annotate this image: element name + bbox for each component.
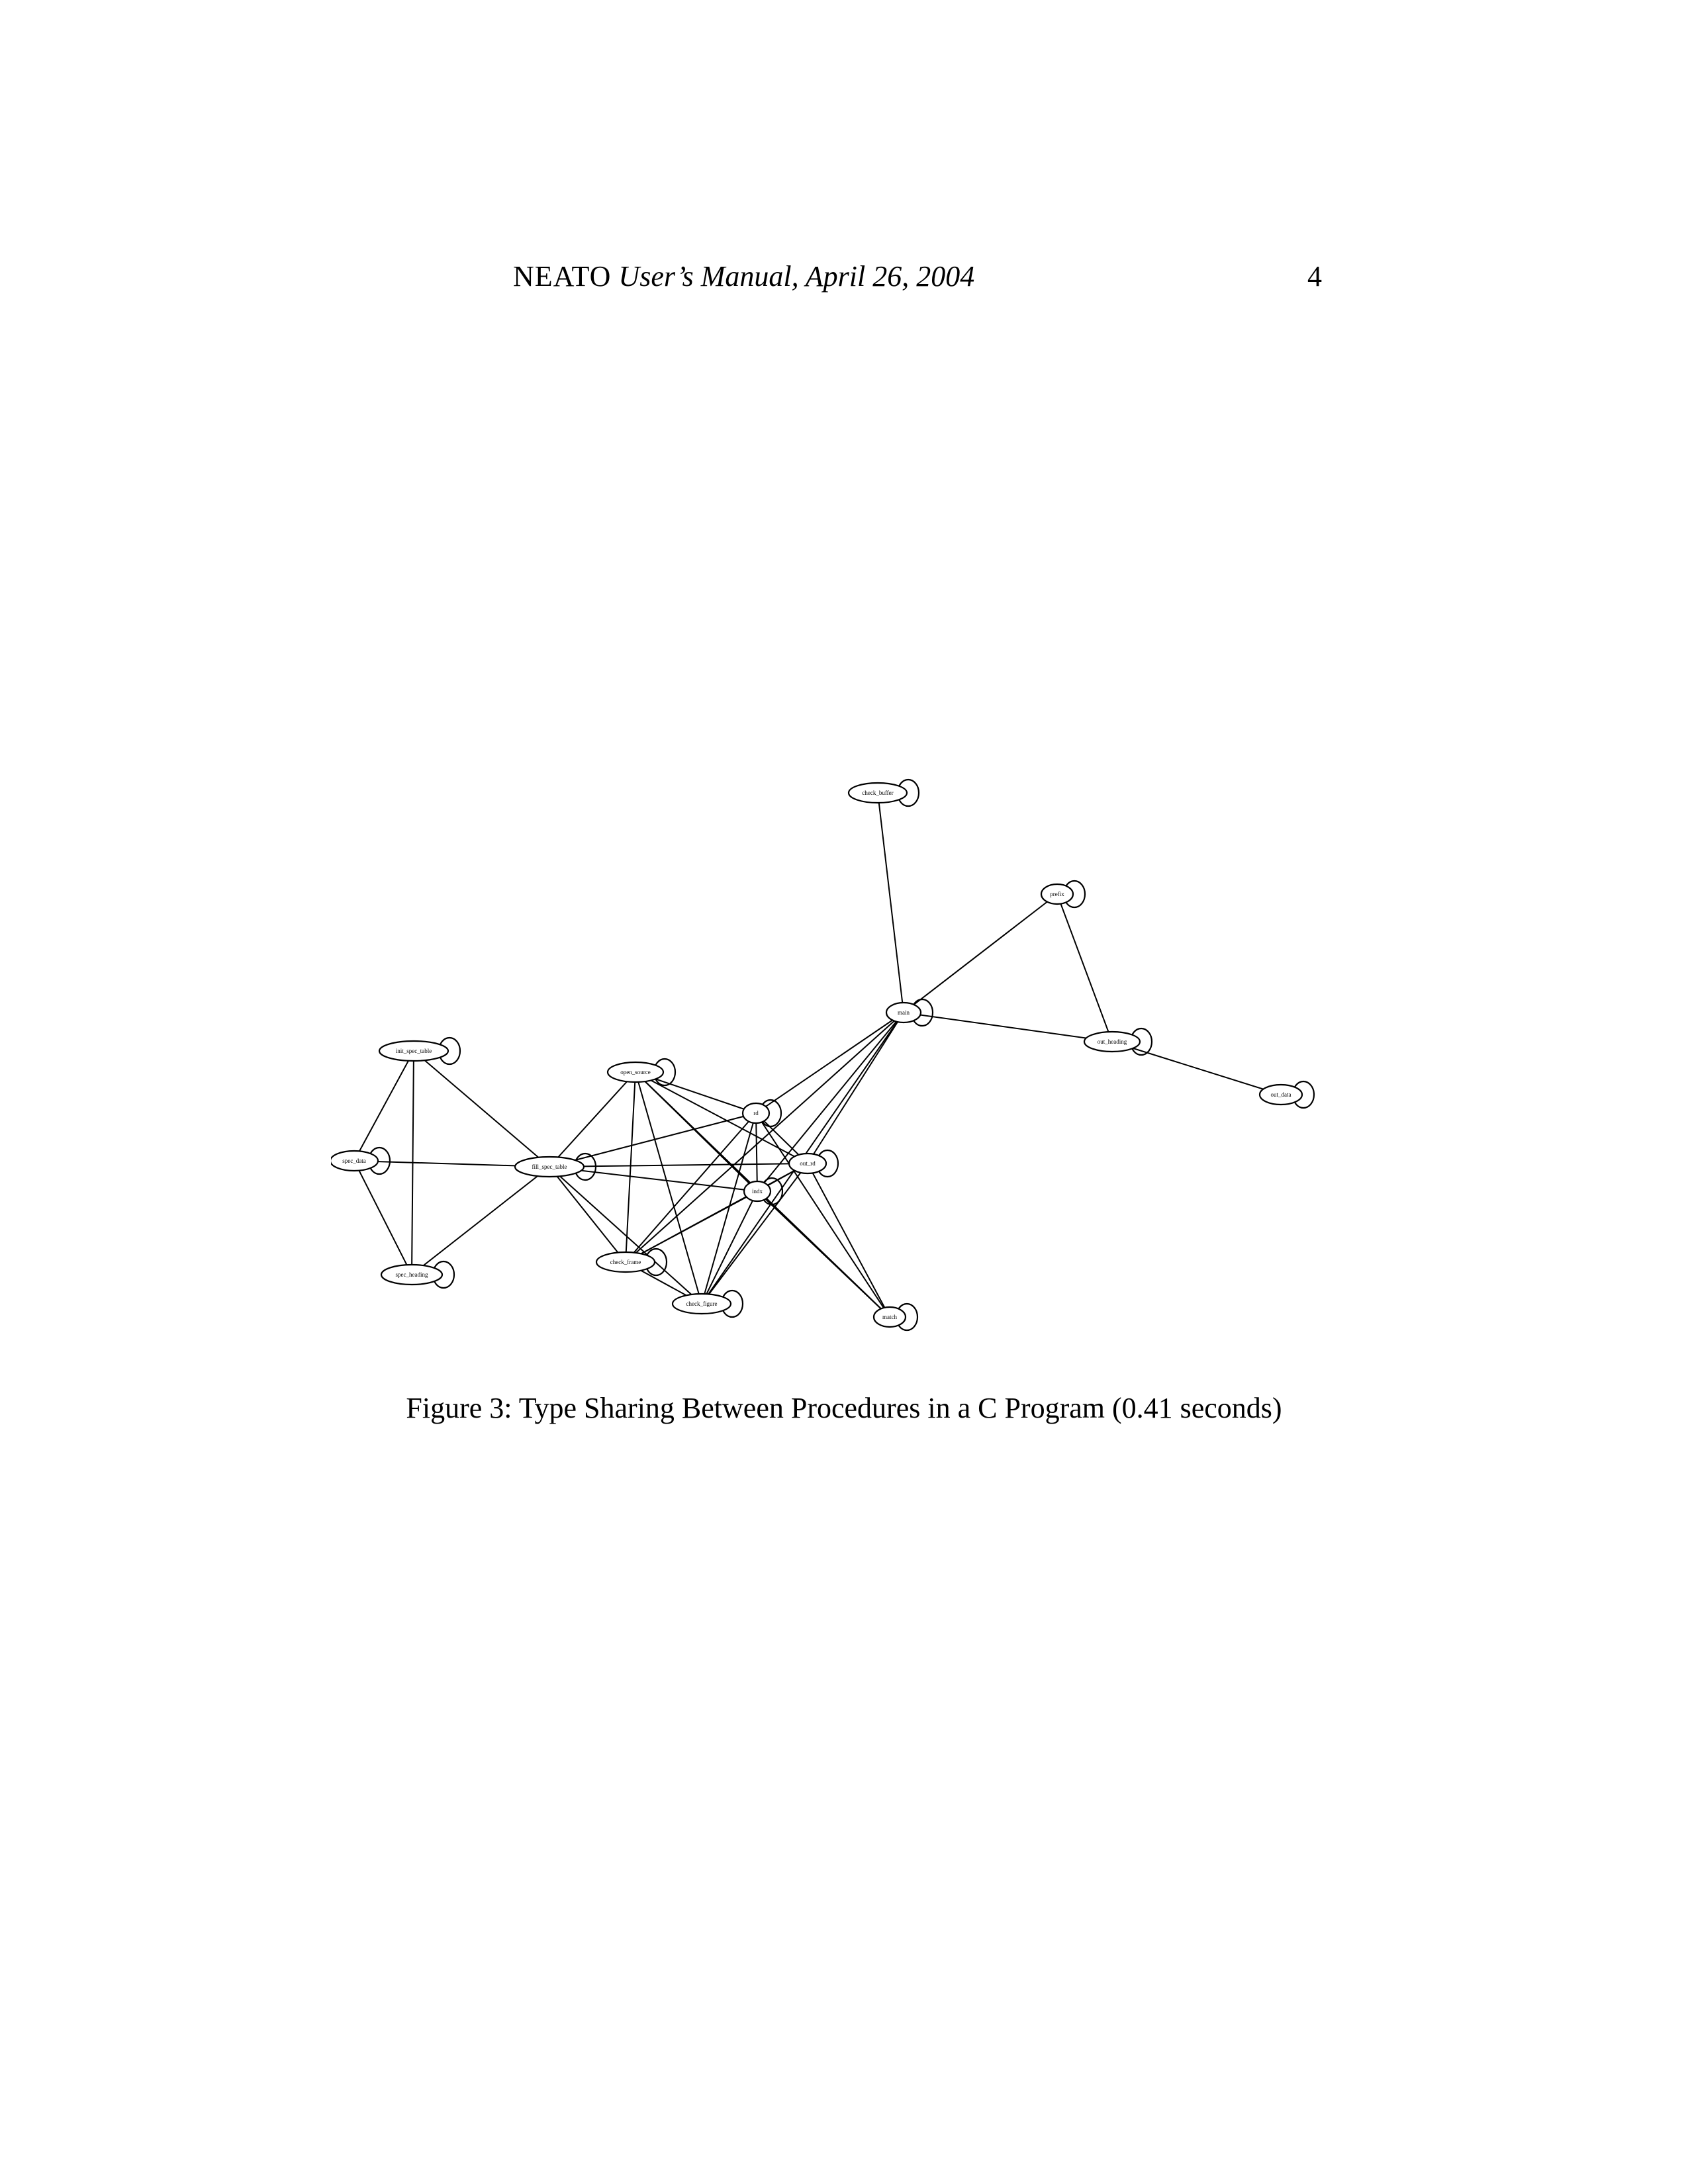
node-label-open_source: open_source [620, 1069, 650, 1075]
node-out_rd: out_rd [788, 1149, 839, 1178]
node-indx: indx [743, 1177, 784, 1206]
node-shape-init_spec_table [378, 1040, 449, 1062]
edge-rd-indx [755, 1113, 758, 1192]
edge-open_source-out_rd [635, 1071, 808, 1164]
node-out_heading: out_heading [1083, 1027, 1153, 1056]
edge-indx-check_frame [625, 1191, 758, 1263]
node-open_source: open_source [606, 1058, 677, 1087]
node-shape-main [885, 1001, 922, 1024]
node-spec_heading: spec_heading [380, 1260, 455, 1289]
edge-out_heading-out_data [1111, 1041, 1282, 1095]
edge-rd-check_figure [701, 1113, 757, 1304]
node-label-out_heading: out_heading [1098, 1038, 1127, 1045]
node-spec_data: spec_data [331, 1146, 391, 1175]
node-check_frame: check_frame [595, 1248, 668, 1277]
edge-fill_spec_table-indx [549, 1166, 758, 1192]
node-label-check_buffer: check_buffer [862, 790, 893, 796]
edge-main-out_rd [807, 1012, 904, 1164]
edge-out_rd-match [807, 1163, 890, 1318]
edge-fill_spec_table-check_frame [549, 1166, 626, 1263]
node-label-match: match [882, 1314, 897, 1320]
edge-prefix-main [903, 893, 1058, 1013]
node-label-check_frame: check_frame [610, 1259, 641, 1265]
node-shape-check_figure [671, 1293, 732, 1315]
node-out_data: out_data [1258, 1080, 1315, 1109]
figure-caption: Figure 3: Type Sharing Between Procedure… [406, 1392, 1282, 1424]
node-match: match [872, 1302, 919, 1332]
node-label-spec_data: spec_data [342, 1158, 365, 1164]
node-shape-spec_data [331, 1150, 379, 1172]
edge-init_spec_table-spec_data [353, 1050, 414, 1161]
node-shape-prefix [1040, 883, 1074, 905]
edge-main-indx [757, 1012, 904, 1192]
running-title: NEATO User’s Manual, April 26, 2004 [513, 257, 974, 296]
running-head-title: User’s Manual, April 26, 2004 [618, 260, 975, 293]
node-label-spec_heading: spec_heading [396, 1271, 428, 1278]
node-init_spec_table: init_spec_table [378, 1036, 461, 1066]
edge-prefix-out_heading [1056, 893, 1113, 1042]
node-shape-out_heading [1083, 1030, 1141, 1053]
edge-main-check_frame [625, 1012, 904, 1263]
edge-check_buffer-main [877, 792, 904, 1013]
node-fill_spec_table: fill_spec_table [514, 1152, 597, 1181]
node-label-main: main [898, 1009, 910, 1016]
edge-rd-match [755, 1113, 890, 1318]
node-shape-spec_heading [380, 1263, 444, 1286]
edge-open_source-check_figure [635, 1071, 702, 1304]
node-label-init_spec_table: init_spec_table [396, 1048, 432, 1054]
edge-out_rd-check_figure [701, 1163, 808, 1304]
node-label-fill_spec_table: fill_spec_table [532, 1163, 567, 1170]
node-shape-check_frame [595, 1251, 656, 1273]
node-check_buffer: check_buffer [847, 778, 920, 807]
node-rd: rd [741, 1099, 782, 1128]
node-shape-out_rd [788, 1152, 827, 1175]
node-label-prefix: prefix [1050, 891, 1064, 897]
node-shape-match [872, 1306, 907, 1328]
node-label-out_rd: out_rd [800, 1160, 816, 1167]
edge-spec_heading-fill_spec_table [411, 1166, 550, 1275]
node-label-out_data: out_data [1271, 1091, 1291, 1098]
node-main: main [885, 998, 934, 1027]
node-shape-indx [743, 1180, 772, 1203]
edge-open_source-check_frame [625, 1071, 636, 1263]
node-shape-out_data [1258, 1083, 1303, 1106]
edge-fill_spec_table-out_rd [549, 1163, 808, 1167]
node-label-check_figure: check_figure [686, 1300, 718, 1307]
edge-indx-match [757, 1191, 890, 1318]
node-shape-rd [741, 1102, 771, 1124]
edge-fill_spec_table-rd [549, 1113, 757, 1167]
edge-fill_spec_table-check_figure [549, 1166, 702, 1304]
node-shape-fill_spec_table [514, 1156, 585, 1178]
edge-fill_spec_table-open_source [549, 1071, 636, 1167]
edge-rd-check_frame [625, 1113, 757, 1263]
edge-main-out_heading [903, 1012, 1113, 1042]
edge-main-rd [755, 1012, 904, 1114]
node-label-rd: rd [753, 1110, 759, 1116]
edge-spec_data-spec_heading [353, 1160, 412, 1275]
node-prefix: prefix [1040, 880, 1086, 909]
page-number: 4 [1307, 260, 1322, 293]
running-head-program: NEATO [513, 260, 612, 293]
edge-indx-check_figure [701, 1191, 758, 1304]
node-shape-open_source [606, 1061, 665, 1083]
running-head: NEATO User’s Manual, April 26, 2004 4 [0, 257, 1688, 296]
node-check_figure: check_figure [671, 1289, 744, 1318]
edges-layer [353, 792, 1282, 1318]
node-label-indx: indx [752, 1188, 763, 1195]
edge-init_spec_table-fill_spec_table [413, 1050, 550, 1167]
node-shape-check_buffer [847, 782, 908, 804]
